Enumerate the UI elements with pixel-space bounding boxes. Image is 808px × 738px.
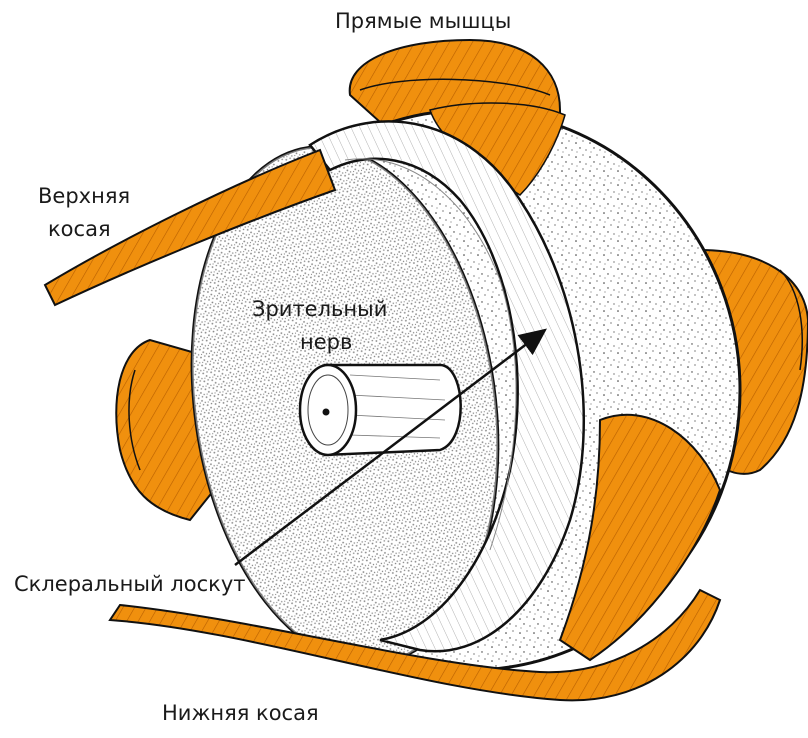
central-artery-dot [323,409,330,416]
label-superior-oblique-line1: Верхняя [38,183,130,209]
label-superior-oblique-line2: косая [48,216,111,242]
label-optic-nerve-line1: Зрительный [252,296,387,322]
optic-nerve-stump [300,365,461,455]
label-inferior-oblique: Нижняя косая [162,700,319,726]
label-optic-nerve-line2: нерв [300,329,352,355]
label-rectus-muscles: Прямые мышцы [335,8,511,34]
label-scleral-flap: Склеральный лоскут [14,571,245,597]
